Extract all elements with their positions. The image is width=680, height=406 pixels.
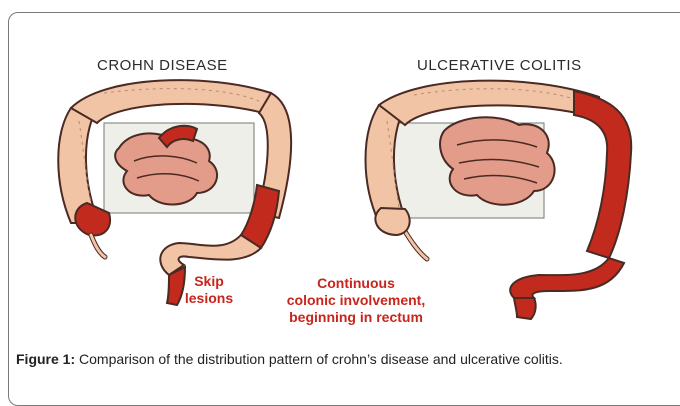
ulcerative-colitis-title: ULCERATIVE COLITIS <box>417 57 582 74</box>
figure-frame: CROHN DISEASE ULCERATIVE COLITIS Skip le… <box>8 12 680 406</box>
continuous-line-1: Continuous <box>271 275 441 292</box>
uc-diseased-rectum <box>514 298 536 319</box>
crohn-sigmoid <box>160 235 261 275</box>
continuous-involvement-label: Continuous colonic involvement, beginnin… <box>271 275 441 326</box>
continuous-line-3: beginning in rectum <box>271 309 441 326</box>
uc-diseased-descending <box>574 91 631 258</box>
figure-caption: Figure 1: Comparison of the distribution… <box>16 350 680 369</box>
caption-text: Comparison of the distribution pattern o… <box>75 351 563 367</box>
skip-lesions-label: Skip lesions <box>169 273 249 307</box>
crohn-transverse-colon <box>71 80 274 123</box>
figure-label: Figure 1: <box>16 351 75 367</box>
uc-diseased-sigmoid <box>510 258 624 298</box>
crohn-disease-title: CROHN DISEASE <box>97 57 228 74</box>
uc-small-bowel <box>440 117 555 204</box>
skip-lesions-line-2: lesions <box>169 290 249 307</box>
skip-lesions-line-1: Skip <box>169 273 249 290</box>
continuous-line-2: colonic involvement, <box>271 292 441 309</box>
crohn-colon <box>58 80 291 305</box>
